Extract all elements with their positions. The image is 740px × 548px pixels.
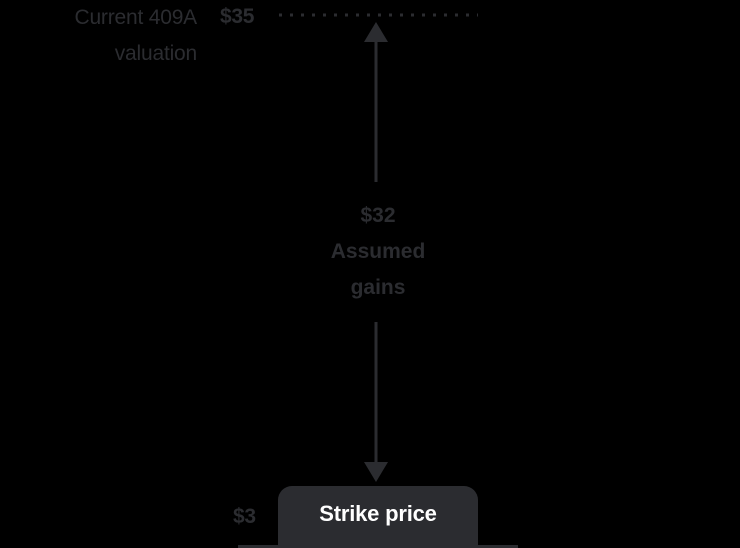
gain-label-line2: gains	[350, 276, 406, 299]
strike-price-box: Strike price	[278, 486, 478, 548]
valuation-label-line1: Current 409A	[74, 6, 197, 29]
down-arrow-icon	[364, 462, 388, 482]
valuation-price: $35	[220, 5, 255, 28]
gain-label-line1: Assumed	[330, 240, 426, 263]
gain-amount: $32	[360, 204, 396, 227]
up-arrow-icon	[364, 22, 388, 42]
valuation-label-line2: valuation	[114, 42, 197, 65]
strike-price-value: $3	[233, 505, 256, 528]
